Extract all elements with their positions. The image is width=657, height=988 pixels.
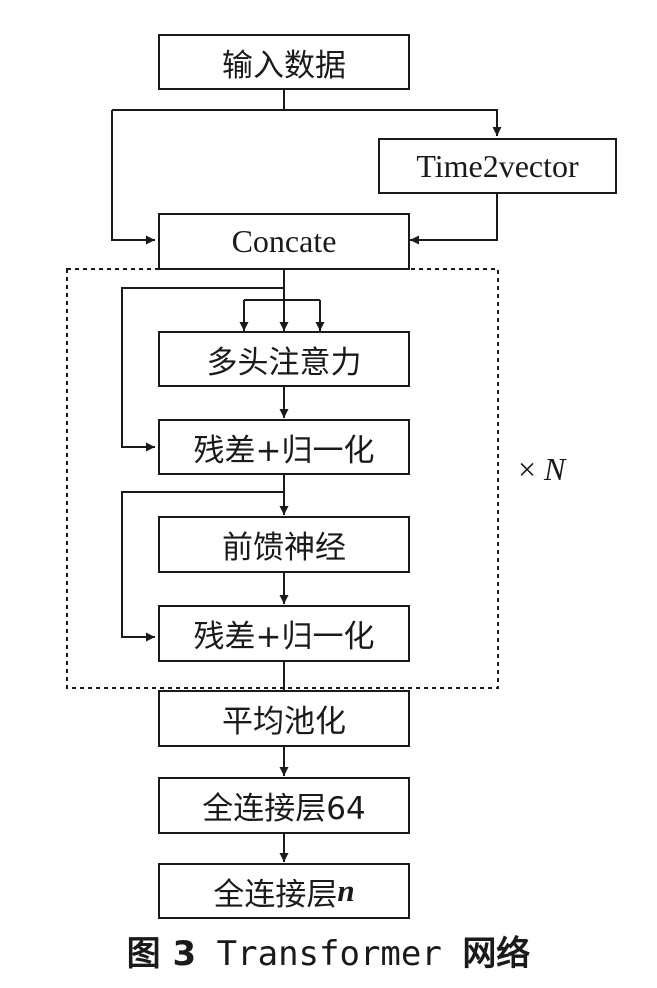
encoder-block-frame — [66, 268, 499, 689]
concate-node: Concate — [158, 213, 410, 270]
dense-n-variable: n — [337, 873, 355, 908]
residual-norm-node-2: 残差+归一化 — [158, 605, 410, 662]
multi-head-attention-node: 多头注意力 — [158, 331, 410, 387]
residual-norm-node-1: 残差+归一化 — [158, 419, 410, 475]
dense-64-node: 全连接层64 — [158, 777, 410, 834]
edge-time2vector-to-concate — [410, 193, 498, 245]
edge-input-to-time2vector — [112, 109, 502, 136]
average-pooling-node: 平均池化 — [158, 690, 410, 747]
caption-model: Transformer — [216, 934, 442, 974]
caption-suffix: 网络 — [462, 934, 531, 974]
edge-residual-1 — [121, 287, 284, 452]
edge-residual-2 — [121, 491, 284, 642]
caption-prefix: 图 3 — [126, 934, 197, 974]
repeat-symbol: × — [518, 451, 537, 487]
repeat-variable: N — [544, 451, 566, 487]
edge-input-to-concate — [111, 110, 155, 245]
time2vector-node: Time2vector — [378, 138, 617, 194]
figure-caption: 图 3 Transformer 网络 — [0, 926, 657, 975]
repeat-marker: × N — [518, 451, 565, 488]
input-data-node: 输入数据 — [158, 34, 410, 90]
dense-n-label: 全连接层 — [213, 876, 338, 913]
feed-forward-node: 前馈神经 — [158, 516, 410, 573]
